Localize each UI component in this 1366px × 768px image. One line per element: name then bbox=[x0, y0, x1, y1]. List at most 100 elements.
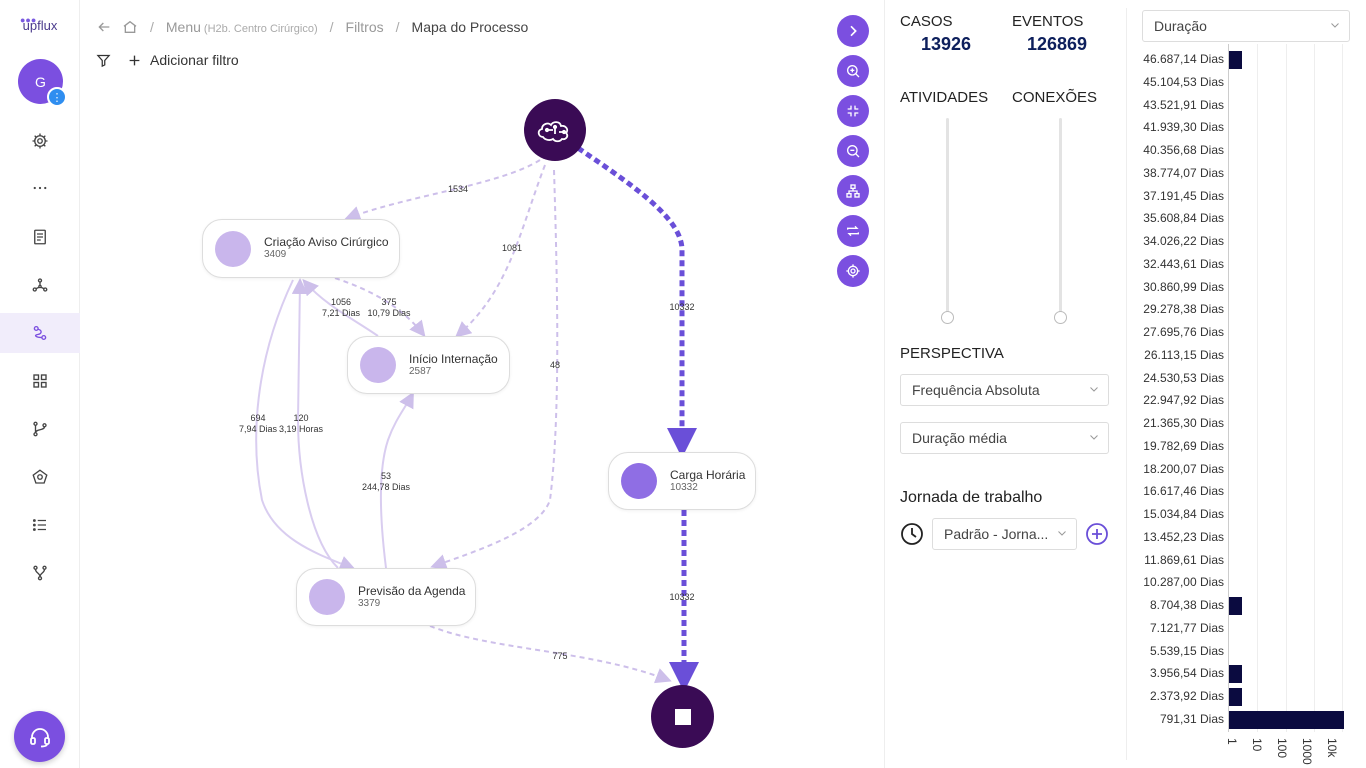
histogram-label: 15.034,84 Dias bbox=[1143, 507, 1224, 521]
histogram-label: 7.121,77 Dias bbox=[1149, 620, 1224, 635]
histogram-axis bbox=[1228, 44, 1229, 732]
histogram-bar bbox=[1229, 51, 1243, 69]
activities-slider[interactable] bbox=[946, 118, 949, 318]
activity-node-carga[interactable]: Carga Horária 10332 bbox=[608, 452, 756, 510]
zoom-in-button[interactable] bbox=[837, 55, 869, 87]
add-filter-button[interactable]: Adicionar filtro bbox=[128, 52, 239, 68]
histogram-axis-tick: 10 bbox=[1250, 738, 1264, 752]
back-arrow-icon[interactable] bbox=[96, 19, 112, 35]
sidebar-item-dashboard[interactable] bbox=[0, 361, 80, 401]
histogram-bar bbox=[1229, 710, 1344, 729]
start-node[interactable] bbox=[524, 99, 586, 161]
edge-start-criacao[interactable] bbox=[344, 159, 541, 222]
activity-node-criacao[interactable]: Criação Aviso Cirúrgico 3409 bbox=[202, 219, 400, 278]
histogram-label: 46.687,14 Dias bbox=[1143, 52, 1224, 66]
edge-label-carga-end: 10332 bbox=[669, 592, 695, 602]
sidebar-item-process-map[interactable] bbox=[0, 313, 80, 353]
start-brain-icon bbox=[537, 121, 569, 143]
refresh-button[interactable] bbox=[837, 215, 869, 247]
breadcrumb: / Menu(H2b. Centro Cirúrgico) / Filtros … bbox=[96, 18, 528, 36]
histogram-label: 10.287,00 Dias bbox=[1143, 575, 1224, 590]
duration-select[interactable]: Duração média bbox=[900, 422, 1109, 454]
activity-node-count: 2587 bbox=[409, 366, 432, 377]
support-button[interactable] bbox=[14, 711, 65, 762]
breadcrumb-separator: / bbox=[329, 19, 334, 35]
process-map-icon bbox=[33, 325, 47, 341]
frequency-select[interactable]: Frequência Absoluta bbox=[900, 374, 1109, 406]
branch-icon bbox=[33, 421, 47, 437]
sidebar-item-conformance[interactable] bbox=[0, 457, 80, 497]
histogram-bar bbox=[1229, 665, 1243, 684]
activity-node-inicio[interactable]: Início Internação 2587 bbox=[347, 336, 510, 394]
connections-slider[interactable] bbox=[1059, 118, 1062, 318]
events-label: EVENTOS bbox=[1012, 13, 1084, 30]
edge-criacao-previsao[interactable] bbox=[255, 279, 356, 571]
histogram-axis-tick: 100 bbox=[1275, 738, 1289, 759]
sidebar-item-merge[interactable] bbox=[0, 553, 80, 593]
collapse-panel-button[interactable] bbox=[837, 15, 869, 47]
histogram-label: 37.191,45 Dias bbox=[1143, 188, 1224, 203]
map-settings-button[interactable] bbox=[837, 255, 869, 287]
sidebar-item-network[interactable] bbox=[0, 265, 80, 305]
logo-dots-icon: ●●● bbox=[20, 15, 37, 25]
breadcrumb-separator: / bbox=[150, 19, 154, 35]
breadcrumb-current: Mapa do Processo bbox=[411, 19, 529, 35]
histogram-metric-select[interactable]: Duração bbox=[1142, 10, 1350, 42]
histogram-label: 791,31 Dias bbox=[1159, 711, 1224, 726]
add-workday-icon[interactable] bbox=[1085, 522, 1109, 546]
user-avatar[interactable]: G ⋮ bbox=[18, 59, 67, 107]
sidebar-item-settings[interactable] bbox=[0, 121, 80, 161]
zoom-out-button[interactable] bbox=[837, 135, 869, 167]
histogram-label: 24.530,53 Dias bbox=[1143, 370, 1224, 385]
activity-node-count: 3379 bbox=[358, 598, 381, 609]
edge-start-previsao[interactable] bbox=[430, 169, 559, 570]
edge-previsao-inicio[interactable] bbox=[380, 391, 414, 569]
app-logo[interactable]: ●●● upflux bbox=[20, 15, 58, 33]
histogram-gridline bbox=[1342, 44, 1343, 732]
activity-node-count: 3409 bbox=[264, 249, 287, 260]
edge-inicio-criacao[interactable] bbox=[302, 278, 379, 337]
end-node[interactable] bbox=[651, 685, 714, 748]
histogram-label: 21.365,30 Dias bbox=[1143, 416, 1224, 430]
panel-divider bbox=[1126, 8, 1127, 760]
edge-label-start-criacao: 1534 bbox=[447, 184, 469, 194]
histogram-gridline bbox=[1257, 44, 1259, 732]
histogram-label: 34.026,22 Dias bbox=[1143, 234, 1224, 248]
breadcrumb-menu[interactable]: Menu(H2b. Centro Cirúrgico) bbox=[165, 19, 318, 35]
fit-view-button[interactable] bbox=[837, 95, 869, 127]
workday-select[interactable]: Padrão - Jorna... bbox=[932, 518, 1077, 550]
connections-slider-thumb[interactable] bbox=[1054, 311, 1067, 324]
gear-icon bbox=[846, 264, 860, 278]
headset-icon bbox=[29, 727, 50, 747]
edge-start-carga[interactable] bbox=[576, 145, 697, 458]
edge-previsao-criacao[interactable] bbox=[291, 278, 339, 569]
edge-previsao-end[interactable] bbox=[429, 625, 672, 684]
chevron-down-icon bbox=[1090, 435, 1098, 440]
activity-node-name: Previsão da Agenda bbox=[358, 584, 466, 598]
histogram-label: 22.947,92 Dias bbox=[1143, 393, 1224, 408]
grid-icon bbox=[33, 374, 47, 388]
breadcrumb-filters[interactable]: Filtros bbox=[345, 19, 384, 35]
more-dots-icon bbox=[33, 186, 47, 190]
sidebar-item-list[interactable] bbox=[0, 505, 80, 545]
avatar-menu-icon[interactable]: ⋮ bbox=[47, 87, 67, 107]
edge-criacao-inicio[interactable] bbox=[334, 277, 426, 338]
activity-node-previsao[interactable]: Previsão da Agenda 3379 bbox=[296, 568, 476, 626]
sidebar-item-documents[interactable] bbox=[0, 217, 80, 257]
zoom-out-icon bbox=[847, 145, 860, 158]
layout-button[interactable] bbox=[837, 175, 869, 207]
events-value: 126869 bbox=[1027, 34, 1088, 54]
document-icon bbox=[34, 229, 46, 245]
filter-icon[interactable] bbox=[96, 53, 111, 68]
edge-label-previsao-end: 775 bbox=[552, 651, 568, 661]
compress-icon bbox=[847, 105, 859, 117]
activities-slider-thumb[interactable] bbox=[941, 311, 954, 324]
sidebar-item-more[interactable] bbox=[0, 168, 80, 208]
sidebar-item-variants[interactable] bbox=[0, 409, 80, 449]
edge-label-start-carga: 10332 bbox=[669, 302, 695, 312]
home-icon[interactable] bbox=[122, 19, 138, 35]
